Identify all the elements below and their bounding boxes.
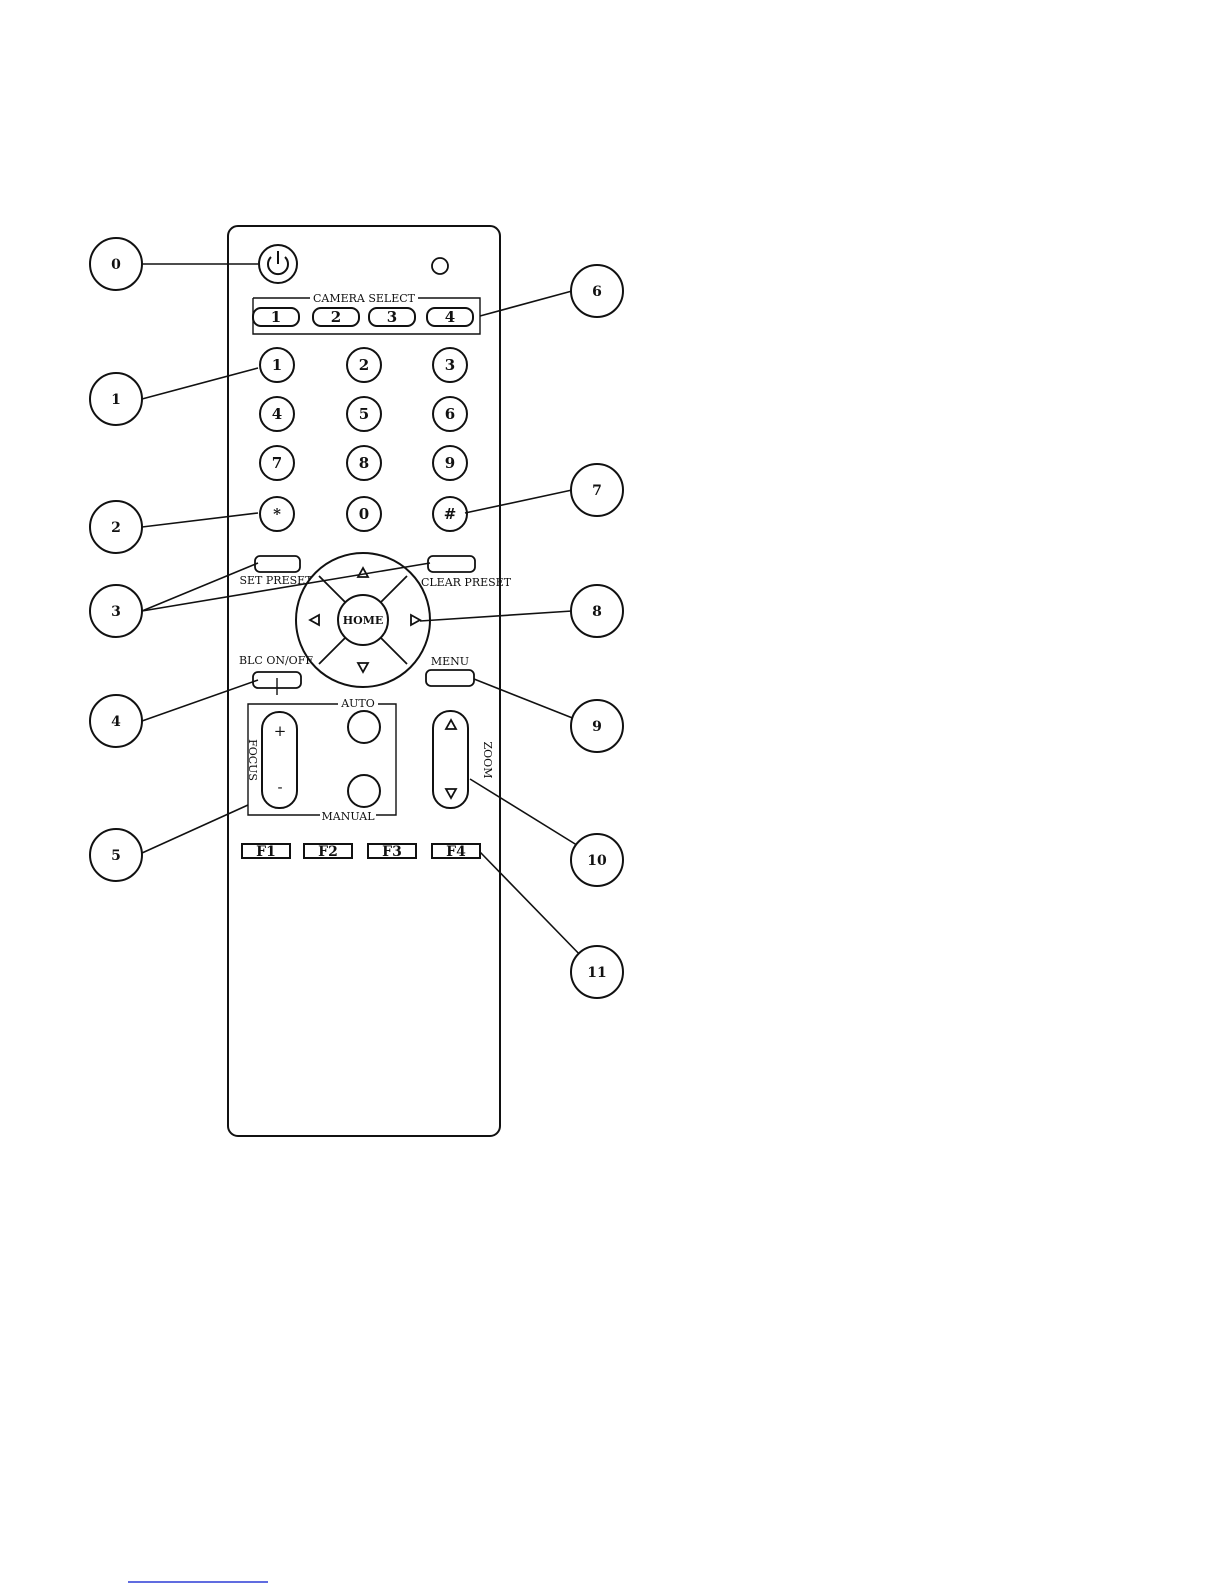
callout-2: 2 — [90, 501, 142, 553]
callout-number: 6 — [592, 284, 602, 300]
home-label: HOME — [343, 614, 384, 627]
manual-label: MANUAL — [321, 810, 375, 823]
led-indicator — [432, 258, 448, 274]
direction-pad: HOME — [296, 553, 430, 687]
callout-8: 8 — [571, 585, 623, 637]
clear-preset-label: CLEAR PRESET — [421, 576, 512, 589]
keypad-button-12[interactable]: # — [433, 497, 467, 531]
callout-1: 1 — [90, 373, 142, 425]
blc-label: BLC ON/OFF — [239, 654, 313, 667]
function-key-1[interactable]: F1 — [242, 844, 290, 860]
function-key-label: F4 — [446, 844, 466, 860]
callout-number: 1 — [111, 392, 121, 408]
keypad-button-3[interactable]: 3 — [433, 348, 467, 382]
keypad-button-label: * — [273, 505, 281, 523]
function-key-label: F3 — [382, 844, 402, 860]
menu-label: MENU — [431, 655, 469, 668]
keypad-button-1[interactable]: 1 — [260, 348, 294, 382]
auto-focus-button[interactable] — [348, 711, 380, 743]
camera-select-button-label: 2 — [331, 308, 341, 326]
callout-number: 4 — [111, 714, 121, 730]
callout-number: 7 — [592, 483, 602, 499]
callout-7: 7 — [571, 464, 623, 516]
camera-select-label: CAMERA SELECT — [313, 292, 416, 305]
keypad-button-label: 8 — [359, 454, 369, 472]
keypad-button-label: 1 — [272, 356, 282, 374]
callout-4: 4 — [90, 695, 142, 747]
manual-focus-button[interactable] — [348, 775, 380, 807]
keypad-button-4[interactable]: 4 — [260, 397, 294, 431]
callout-11: 11 — [571, 946, 623, 998]
keypad-button-label: # — [444, 505, 457, 523]
keypad-button-label: 5 — [359, 405, 369, 423]
camera-select-button-label: 3 — [387, 308, 397, 326]
keypad-button-6[interactable]: 6 — [433, 397, 467, 431]
callout-number: 3 — [111, 604, 121, 620]
callout-number: 5 — [111, 848, 121, 864]
callout-number: 9 — [592, 719, 602, 735]
callout-10: 10 — [571, 834, 623, 886]
focus-plus: + — [274, 722, 287, 740]
function-key-3[interactable]: F3 — [368, 844, 416, 860]
keypad-button-9[interactable]: 9 — [433, 446, 467, 480]
function-key-2[interactable]: F2 — [304, 844, 352, 860]
keypad-button-5[interactable]: 5 — [347, 397, 381, 431]
keypad-button-label: 0 — [359, 505, 369, 523]
zoom-label: ZOOM — [481, 742, 494, 779]
camera-select-button-4[interactable]: 4 — [427, 308, 473, 326]
keypad-button-11[interactable]: 0 — [347, 497, 381, 531]
keypad-button-label: 4 — [272, 405, 282, 423]
keypad-button-label: 3 — [445, 356, 455, 374]
callout-0: 0 — [90, 238, 142, 290]
camera-select-button-1[interactable]: 1 — [253, 308, 299, 326]
clear-preset-button[interactable] — [428, 556, 475, 572]
keypad-button-label: 9 — [445, 454, 455, 472]
keypad-button-8[interactable]: 8 — [347, 446, 381, 480]
callout-number: 0 — [111, 257, 121, 273]
camera-select-button-2[interactable]: 2 — [313, 308, 359, 326]
keypad-button-10[interactable]: * — [260, 497, 294, 531]
keypad-button-2[interactable]: 2 — [347, 348, 381, 382]
auto-label: AUTO — [340, 697, 375, 710]
keypad-button-label: 2 — [359, 356, 369, 374]
power-button[interactable] — [259, 245, 297, 283]
function-key-label: F1 — [256, 844, 276, 860]
camera-select-button-label: 1 — [271, 308, 281, 326]
callout-5: 5 — [90, 829, 142, 881]
callout-number: 2 — [111, 520, 121, 536]
focus-label: FOCUS — [246, 739, 259, 781]
callout-6: 6 — [571, 265, 623, 317]
callout-number: 11 — [587, 965, 606, 981]
focus-minus: - — [277, 778, 282, 796]
camera-select-button-label: 4 — [445, 308, 455, 326]
callout-number: 8 — [592, 604, 602, 620]
function-key-label: F2 — [318, 844, 338, 860]
camera-select-button-3[interactable]: 3 — [369, 308, 415, 326]
keypad-button-7[interactable]: 7 — [260, 446, 294, 480]
callout-number: 10 — [587, 853, 607, 869]
function-key-4[interactable]: F4 — [432, 844, 480, 860]
callout-9: 9 — [571, 700, 623, 752]
menu-button[interactable] — [426, 670, 474, 686]
keypad-button-label: 7 — [272, 454, 282, 472]
callout-3: 3 — [90, 585, 142, 637]
keypad-button-label: 6 — [445, 405, 455, 423]
set-preset-button[interactable] — [255, 556, 300, 572]
